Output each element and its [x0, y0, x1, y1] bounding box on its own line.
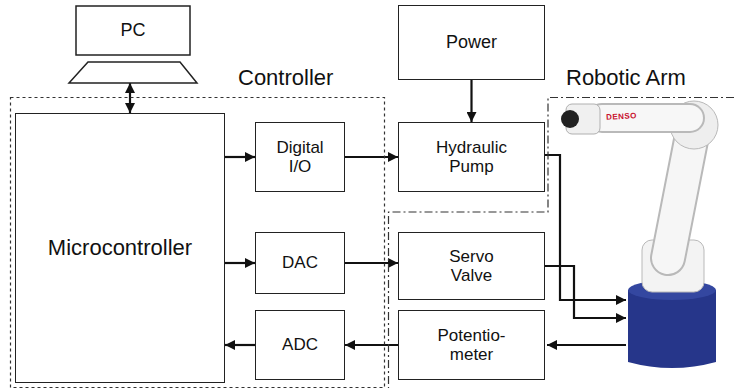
io-box: Digital I/O: [255, 122, 345, 192]
monitor-screen: [76, 6, 190, 55]
converter-box: ADC: [255, 310, 345, 380]
box-label: ADC: [282, 335, 318, 354]
box-label: PC: [120, 20, 145, 40]
power-box: Power: [398, 5, 545, 80]
signal-arrow: [345, 156, 398, 158]
region-border: [389, 98, 734, 388]
valve-box: Servo Valve: [398, 232, 545, 300]
signal-arrow: [470, 80, 472, 122]
box-label: DAC: [282, 253, 318, 272]
pump-box: Hydraulic Pump: [398, 122, 545, 192]
converter-box: DAC: [255, 232, 345, 294]
keyboard-shape: [69, 62, 197, 83]
valve-line: [545, 266, 626, 318]
robot-upper-arm: [602, 105, 690, 131]
signal-arrow: [345, 344, 398, 346]
signal-arrow: [225, 156, 255, 158]
robot-upper-arm: [602, 103, 690, 133]
signal-arrow: [345, 262, 398, 264]
hydraulic-line: [545, 155, 626, 300]
controller-region: MicrocontrollerDigital I/ODACADCControll…: [10, 97, 385, 388]
microcontroller-box: Microcontroller: [15, 113, 225, 383]
computer-node: PC: [75, 5, 191, 83]
box-label: Hydraulic Pump: [422, 138, 522, 176]
box-label: Potentio- meter: [427, 326, 517, 364]
box-label: Power: [446, 32, 497, 52]
signal-arrow: [225, 262, 255, 264]
monitor-outline: [75, 5, 191, 83]
region-heading: Controller: [238, 66, 333, 91]
sensor-line: [547, 344, 626, 346]
robot-base: [628, 290, 716, 368]
box-label: Servo Valve: [436, 247, 508, 285]
signal-arrow: [225, 344, 255, 346]
brand-logo: DENSO: [606, 111, 637, 122]
robot-tool: [561, 110, 579, 128]
region-border: [11, 98, 385, 388]
sensor-box: Potentio- meter: [398, 310, 545, 380]
box-label: Digital I/O: [264, 138, 336, 176]
region-heading: Robotic Arm: [566, 66, 686, 91]
box-label: Microcontroller: [48, 236, 192, 261]
